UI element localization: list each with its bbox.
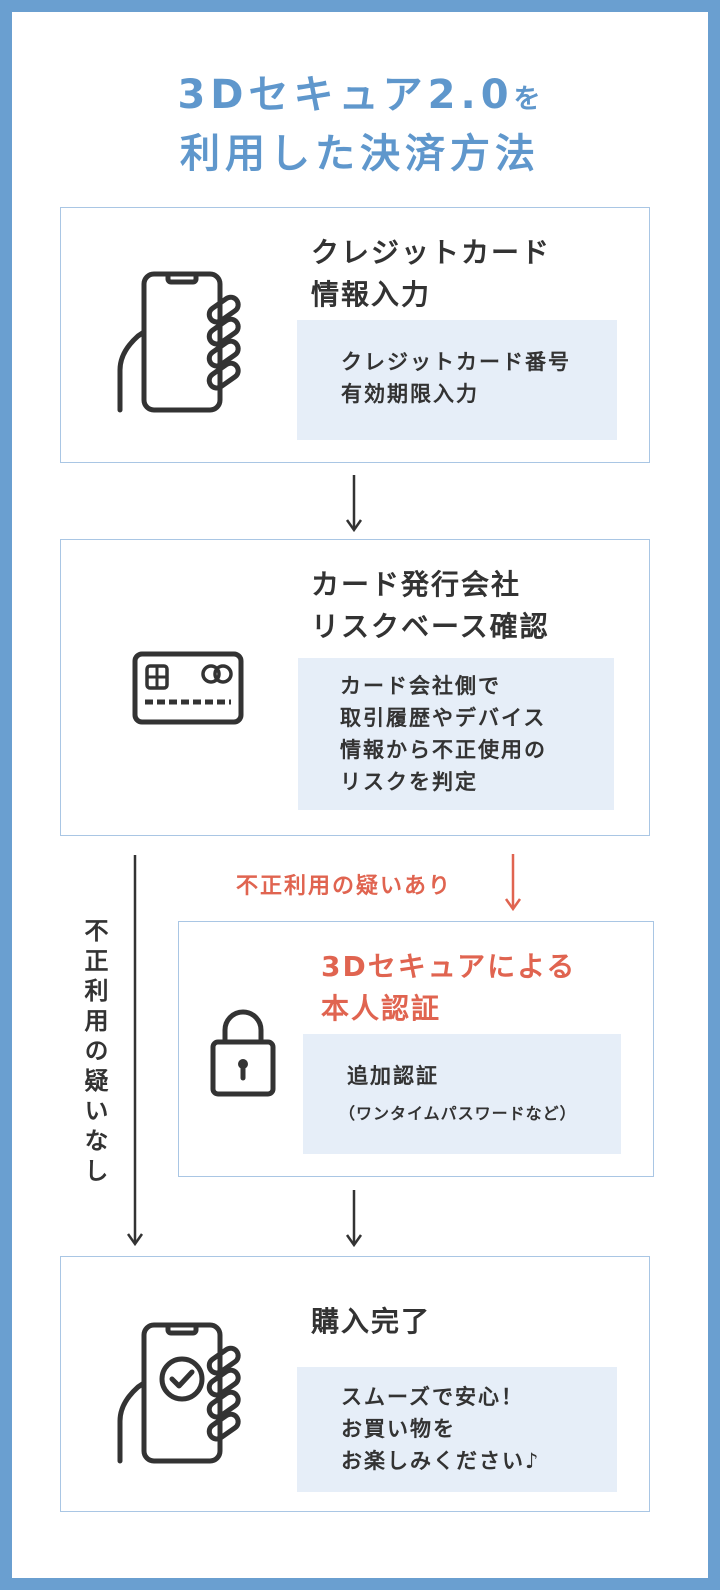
arrow-suspicious — [504, 854, 522, 912]
page-title: 3Dセキュア2.0を 利用した決済方法 — [0, 68, 720, 181]
title-line2: 利用した決済方法 — [180, 131, 540, 177]
info-box: 追加認証 （ワンタイムパスワードなど） — [303, 1034, 621, 1154]
title-main: 3Dセキュア2.0 — [177, 72, 514, 118]
smartphone-check-icon — [116, 1321, 246, 1471]
step-card-input: クレジットカード 情報入力 クレジットカード番号 有効期限入力 — [60, 207, 650, 463]
info-box: カード会社側で 取引履歴やデバイス 情報から不正使用の リスクを判定 — [298, 658, 614, 810]
credit-card-icon — [131, 650, 245, 730]
arrow-down-1 — [345, 475, 363, 533]
arrow-down-3 — [345, 1190, 363, 1248]
smartphone-in-hand-icon — [116, 270, 246, 420]
padlock-icon — [209, 1006, 277, 1102]
branch-label-not-suspicious: 不正利用の疑いなし — [80, 918, 108, 1188]
info-text: クレジットカード番号 有効期限入力 — [341, 350, 571, 406]
title-particle: を — [513, 84, 543, 115]
step-title: 購入完了 — [311, 1305, 432, 1338]
info-text: カード会社側で 取引履歴やデバイス 情報から不正使用の リスクを判定 — [340, 674, 547, 794]
branch-label-suspicious: 不正利用の疑いあり — [236, 874, 453, 899]
step-title: クレジットカード 情報入力 — [311, 236, 552, 311]
info-text: スムーズで安心！ お買い物を お楽しみください♪ — [341, 1385, 541, 1473]
info-note: （ワンタイムパスワードなど） — [339, 1104, 577, 1123]
step-purchase-complete: 購入完了 スムーズで安心！ お買い物を お楽しみください♪ — [60, 1256, 650, 1512]
step-title: カード発行会社 リスクベース確認 — [311, 568, 550, 643]
info-box: クレジットカード番号 有効期限入力 — [297, 320, 617, 440]
step-title: 3Dセキュアによる 本人認証 — [321, 950, 577, 1025]
arrow-not-suspicious — [126, 855, 144, 1247]
step-3d-secure-auth: 3Dセキュアによる 本人認証 追加認証 （ワンタイムパスワードなど） — [178, 921, 654, 1177]
step-risk-check: カード発行会社 リスクベース確認 カード会社側で 取引履歴やデバイス 情報から不… — [60, 539, 650, 836]
info-text: 追加認証 — [347, 1064, 439, 1088]
info-box: スムーズで安心！ お買い物を お楽しみください♪ — [297, 1367, 617, 1492]
